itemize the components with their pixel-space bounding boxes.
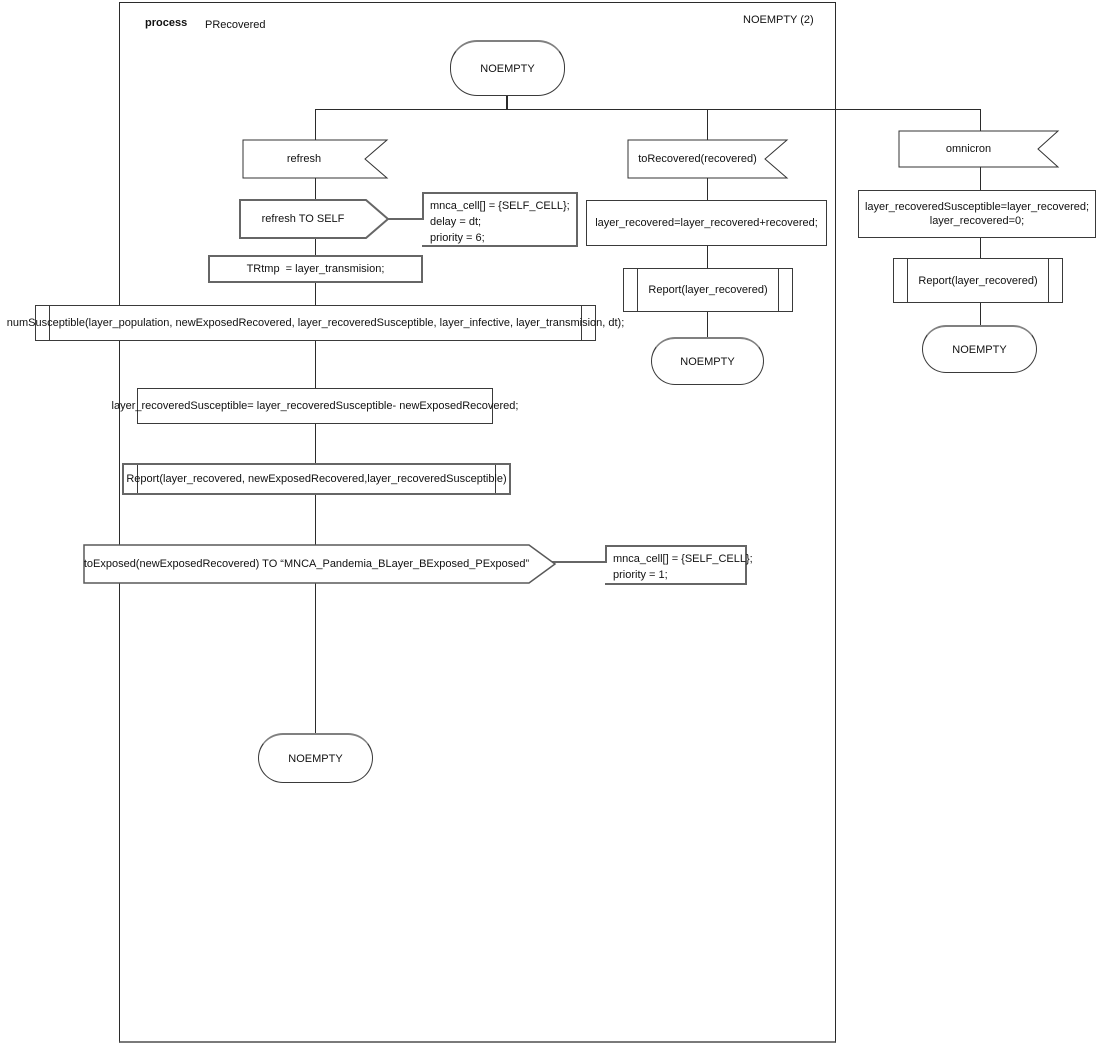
state-noempty-torecovered-end: NOEMPTY bbox=[651, 337, 764, 385]
signal-output-label: toExposed(newExposedRecovered) TO “MNCA_… bbox=[83, 558, 530, 570]
state-noempty-omnicron-end: NOEMPTY bbox=[922, 325, 1037, 373]
procedure-bar bbox=[907, 259, 908, 302]
comment-line: mnca_cell[] = {SELF_CELL}; bbox=[430, 200, 570, 212]
page-label: NOEMPTY (2) bbox=[743, 14, 814, 26]
comment-stub bbox=[422, 194, 424, 220]
signal-input-torecovered: toRecovered(recovered) bbox=[627, 139, 789, 179]
connector-line bbox=[980, 303, 981, 325]
comment-line: mnca_cell[] = {SELF_CELL}; bbox=[613, 553, 753, 565]
connector-line bbox=[707, 178, 708, 200]
process-name-label: PRecovered bbox=[205, 19, 266, 31]
task-omnicron-reset: layer_recoveredSusceptible=layer_recover… bbox=[858, 190, 1096, 238]
connector-line bbox=[506, 95, 508, 110]
task-label: layer_recovered=layer_recovered+recovere… bbox=[595, 217, 818, 229]
task-line: layer_recovered=0; bbox=[929, 215, 1025, 227]
comment-line: priority = 6; bbox=[430, 232, 485, 244]
connector-line bbox=[315, 283, 316, 305]
comment-refresh-output: mnca_cell[] = {SELF_CELL}; delay = dt; p… bbox=[422, 192, 578, 247]
task-label: TRtmp = layer_transmision; bbox=[246, 263, 385, 275]
comment-line: priority = 1; bbox=[613, 569, 668, 581]
connector-line bbox=[315, 238, 316, 255]
connector-line bbox=[315, 109, 981, 110]
signal-output-refresh-to-self: refresh TO SELF bbox=[239, 199, 390, 239]
comment-stub bbox=[605, 547, 607, 563]
comment-line: delay = dt; bbox=[430, 216, 482, 228]
signal-input-label: toRecovered(recovered) bbox=[638, 153, 757, 165]
comment-connector-line bbox=[388, 218, 422, 220]
connector-line bbox=[315, 424, 316, 463]
connector-line bbox=[980, 109, 981, 131]
connector-line bbox=[707, 109, 708, 140]
comment-connector-line bbox=[552, 561, 605, 563]
signal-output-label: refresh TO SELF bbox=[261, 213, 345, 225]
connector-line bbox=[707, 312, 708, 337]
task-label: layer_recoveredSusceptible= layer_recove… bbox=[111, 400, 519, 412]
procedure-bar bbox=[495, 465, 496, 493]
task-trtmp: TRtmp = layer_transmision; bbox=[208, 255, 423, 283]
procedure-label: Report(layer_recovered) bbox=[648, 284, 768, 296]
procedure-call-report-full: Report(layer_recovered, newExposedRecove… bbox=[122, 463, 511, 495]
process-keyword-label: process bbox=[145, 17, 188, 29]
state-noempty-refresh-end: NOEMPTY bbox=[258, 733, 373, 783]
connector-line bbox=[980, 167, 981, 190]
task-add-recovered: layer_recovered=layer_recovered+recovere… bbox=[586, 200, 827, 246]
procedure-bar bbox=[49, 306, 50, 340]
procedure-call-numsusceptible: numSusceptible(layer_population, newExpo… bbox=[7, 305, 624, 341]
task-update-recovered-susceptible: layer_recoveredSusceptible= layer_recove… bbox=[112, 388, 518, 424]
procedure-call-report-right: Report(layer_recovered) bbox=[893, 258, 1063, 303]
procedure-label: Report(layer_recovered) bbox=[918, 274, 1038, 287]
task-line: layer_recoveredSusceptible=layer_recover… bbox=[864, 201, 1090, 213]
state-label: NOEMPTY bbox=[952, 343, 1007, 356]
signal-output-toexposed: toExposed(newExposedRecovered) TO “MNCA_… bbox=[83, 544, 557, 584]
state-start-noempty: NOEMPTY bbox=[450, 40, 565, 96]
procedure-label: Report(layer_recovered, newExposedRecove… bbox=[126, 473, 507, 485]
procedure-bar bbox=[137, 465, 138, 493]
state-label: NOEMPTY bbox=[288, 752, 343, 765]
state-label: NOEMPTY bbox=[480, 62, 535, 75]
procedure-bar bbox=[778, 269, 779, 311]
connector-line bbox=[315, 178, 316, 200]
signal-input-label: omnicron bbox=[945, 143, 992, 155]
comment-toexposed-output: mnca_cell[] = {SELF_CELL}; priority = 1; bbox=[605, 545, 753, 585]
signal-input-omnicron: omnicron bbox=[898, 130, 1060, 168]
signal-input-refresh: refresh bbox=[242, 139, 389, 179]
connector-line bbox=[315, 583, 316, 733]
procedure-bar bbox=[1048, 259, 1049, 302]
connector-line bbox=[707, 246, 708, 268]
connector-line bbox=[980, 238, 981, 258]
procedure-bar bbox=[637, 269, 638, 311]
connector-line bbox=[315, 495, 316, 545]
procedure-bar bbox=[581, 306, 582, 340]
procedure-label: numSusceptible(layer_population, newExpo… bbox=[6, 317, 625, 329]
connector-line bbox=[315, 109, 316, 140]
process-frame bbox=[119, 2, 836, 1043]
signal-input-label: refresh bbox=[286, 153, 322, 165]
connector-line bbox=[315, 341, 316, 388]
procedure-call-report-mid: Report(layer_recovered) bbox=[623, 268, 793, 312]
state-label: NOEMPTY bbox=[680, 355, 735, 368]
